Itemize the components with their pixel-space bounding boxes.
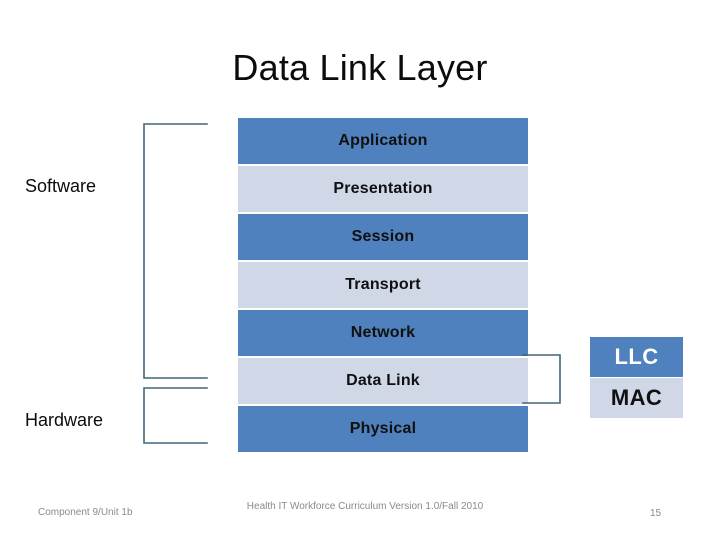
osi-layer-presentation[interactable]: Presentation <box>238 166 528 212</box>
footer-page-number: 15 <box>650 508 662 519</box>
sublayer-box-llc[interactable]: LLC <box>590 337 683 377</box>
bracket-hardware <box>143 387 208 444</box>
bracket-data-link-sublayers <box>522 354 561 404</box>
sublayer-box-mac[interactable]: MAC <box>590 378 683 418</box>
osi-layer-transport[interactable]: Transport <box>238 262 528 308</box>
footer-curriculum-version: Health IT Workforce Curriculum Version 1… <box>246 501 484 512</box>
sublayer-label-mac: MAC <box>610 385 663 410</box>
osi-layer-physical[interactable]: Physical <box>238 406 528 452</box>
osi-layer-label: Transport <box>345 276 421 293</box>
osi-layer-data-link[interactable]: Data Link <box>238 358 528 404</box>
osi-layer-label: Physical <box>349 420 417 437</box>
osi-layer-network[interactable]: Network <box>238 310 528 356</box>
group-label-hardware: Hardware <box>25 410 104 430</box>
page-title: Data Link Layer <box>232 47 488 88</box>
osi-layer-label: Network <box>350 324 416 341</box>
osi-layer-session[interactable]: Session <box>238 214 528 260</box>
osi-layer-application[interactable]: Application <box>238 118 528 164</box>
osi-layer-label: Data Link <box>346 372 420 389</box>
bracket-software <box>143 123 208 379</box>
group-label-software: Software <box>25 176 97 196</box>
sublayer-label-llc: LLC <box>614 344 659 369</box>
osi-layer-label: Application <box>338 132 428 149</box>
osi-layer-label: Session <box>351 228 415 245</box>
footer-component-unit: Component 9/Unit 1b <box>38 507 133 518</box>
osi-layer-stack: Application Presentation Session Transpo… <box>238 118 528 452</box>
osi-layer-label: Presentation <box>333 180 433 197</box>
